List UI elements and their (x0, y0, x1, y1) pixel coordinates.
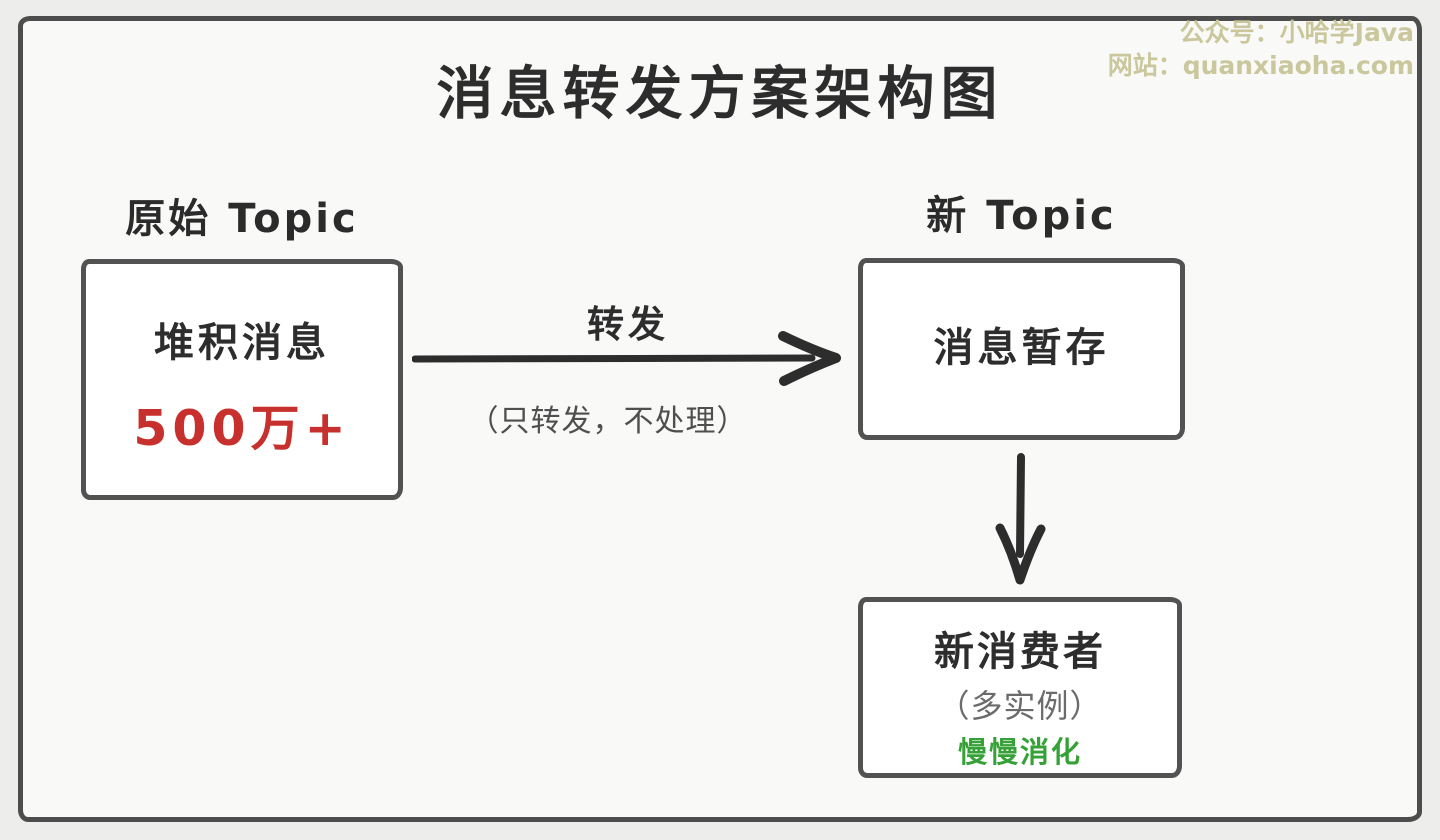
new-consumer-box: 新消费者 （多实例） 慢慢消化 (858, 597, 1182, 778)
new-topic-label: 新 Topic (926, 193, 1117, 239)
original-topic-label: 原始 Topic (125, 196, 359, 242)
original-topic-box: 堆积消息 500万+ (81, 259, 403, 500)
new-topic-content: 消息暂存 (933, 325, 1110, 371)
new-consumer-behavior: 慢慢消化 (957, 735, 1082, 769)
new-topic-box: 消息暂存 (858, 258, 1185, 440)
forward-arrow-icon (411, 328, 844, 390)
original-topic-count: 500万+ (133, 400, 351, 457)
forward-arrow-label: 转发 (587, 303, 669, 346)
new-consumer-mode: （多实例） (937, 687, 1103, 725)
down-arrow-icon (992, 452, 1048, 588)
new-consumer-name: 新消费者 (934, 629, 1106, 675)
watermark-site-line: 网站：quanxiaoha.com (1107, 51, 1414, 80)
forward-arrow-note: （只转发，不处理） (468, 404, 748, 439)
watermark: 公众号：小哈学Java 网站：quanxiaoha.com (1108, 16, 1414, 82)
watermark-account-line: 公众号：小哈学Java (1179, 18, 1414, 47)
page-title: 消息转发方案架构图 (436, 61, 1004, 127)
original-topic-content: 堆积消息 (154, 320, 330, 366)
